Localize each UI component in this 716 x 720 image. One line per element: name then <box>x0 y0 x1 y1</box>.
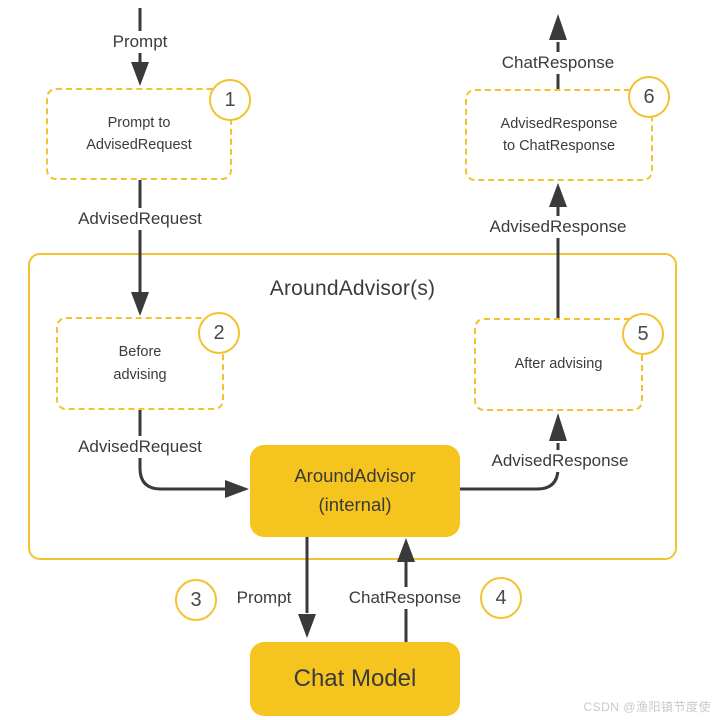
edge-advisedrequest-internal-line <box>138 410 226 491</box>
edge-label-advisedresponse-5: AdvisedResponse <box>486 450 634 472</box>
node-label-line: Prompt to <box>107 114 171 131</box>
node-before-advising: Before advising <box>56 317 224 410</box>
edge-label-advisedrequest-2: AdvisedRequest <box>73 436 207 458</box>
edge-label-chatresponse-4: ChatResponse <box>343 587 467 609</box>
arrowhead-into-chatmodel <box>298 614 316 638</box>
edge-label-prompt-in: Prompt <box>107 31 173 53</box>
badge-number: 5 <box>637 322 649 345</box>
node-label-line: AdvisedRequest <box>86 137 192 153</box>
arrowhead-into-box1 <box>131 62 149 86</box>
around-advisors-container: AroundAdvisor(s) <box>28 253 677 560</box>
badge-number: 4 <box>495 586 507 609</box>
node-label-line: (internal) <box>318 494 392 515</box>
step-badge-6: 6 <box>628 76 670 118</box>
edge-label-advisedresponse-6: AdvisedResponse <box>484 216 632 238</box>
arrowhead-into-internal-bottom <box>397 538 415 562</box>
step-badge-2: 2 <box>198 312 240 354</box>
node-after-advising: After advising <box>474 318 643 411</box>
node-label-line: AroundAdvisor <box>294 465 416 487</box>
edge-label-chatresponse-out: ChatResponse <box>496 52 620 74</box>
badge-number: 2 <box>213 321 225 344</box>
badge-number: 3 <box>190 588 202 611</box>
step-badge-3: 3 <box>175 579 217 621</box>
node-label-line: to ChatResponse <box>502 138 616 154</box>
arrowhead-into-internal <box>225 480 249 498</box>
arrowhead-into-box2 <box>131 292 149 316</box>
node-chat-model: Chat Model <box>250 642 460 716</box>
step-badge-4: 4 <box>480 577 522 619</box>
edge-label-prompt-3: Prompt <box>231 587 297 609</box>
arrowhead-chatresponse-out <box>549 14 567 40</box>
arrowhead-into-box5 <box>549 413 567 441</box>
node-label-line: advising <box>113 366 167 383</box>
step-badge-1: 1 <box>209 79 251 121</box>
node-label-line: After advising <box>514 356 603 373</box>
arrowhead-into-box6 <box>549 183 567 207</box>
badge-number: 1 <box>224 88 236 111</box>
node-prompt-to-advisedrequest: Prompt to AdvisedRequest <box>46 88 232 180</box>
edge-label-advisedrequest-1: AdvisedRequest <box>73 208 207 230</box>
node-advisedresponse-to-chatresponse: AdvisedResponse to ChatResponse <box>465 89 653 181</box>
step-badge-5: 5 <box>622 313 664 355</box>
node-label-line: AdvisedResponse <box>500 115 618 132</box>
csdn-watermark: CSDN @渔阳镇节度使 <box>583 700 711 714</box>
node-label-line: Chat Model <box>293 665 417 692</box>
badge-number: 6 <box>643 85 655 108</box>
node-aroundadvisor-internal: AroundAdvisor (internal) <box>250 445 460 537</box>
container-title: AroundAdvisor(s) <box>269 277 436 300</box>
node-label-line: Before <box>118 344 162 361</box>
